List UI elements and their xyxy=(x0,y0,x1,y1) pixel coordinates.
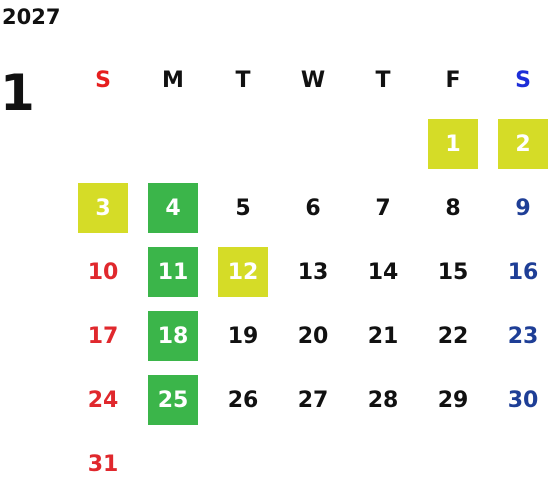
day-cell-10[interactable]: 10 xyxy=(68,240,138,304)
day-number: 10 xyxy=(87,259,119,285)
weekday-header-thu: T xyxy=(348,48,418,112)
day-cell-2[interactable]: 2 xyxy=(488,112,548,176)
weekday-label: F xyxy=(445,67,461,93)
day-cell-22[interactable]: 22 xyxy=(418,304,488,368)
day-number: 21 xyxy=(367,323,399,349)
day-number: 11 xyxy=(148,247,198,297)
day-cell-26[interactable]: 26 xyxy=(208,368,278,432)
day-cell-29[interactable]: 29 xyxy=(418,368,488,432)
day-cell-8[interactable]: 8 xyxy=(418,176,488,240)
empty-day-cell xyxy=(488,432,548,496)
day-number: 5 xyxy=(235,195,251,221)
day-number: 26 xyxy=(227,387,259,413)
day-cell-16[interactable]: 16 xyxy=(488,240,548,304)
day-cell-17[interactable]: 17 xyxy=(68,304,138,368)
day-cell-25[interactable]: 25 xyxy=(138,368,208,432)
empty-day-cell xyxy=(418,432,488,496)
weekday-label: S xyxy=(515,67,531,93)
weekday-header-mon: M xyxy=(138,48,208,112)
year-label: 2027 xyxy=(2,5,61,29)
day-number: 2 xyxy=(498,119,548,169)
day-cell-23[interactable]: 23 xyxy=(488,304,548,368)
weekday-label: T xyxy=(375,67,391,93)
day-number: 15 xyxy=(437,259,469,285)
day-cell-18[interactable]: 18 xyxy=(138,304,208,368)
weekday-header-tue: T xyxy=(208,48,278,112)
empty-day-cell xyxy=(138,112,208,176)
day-cell-12[interactable]: 12 xyxy=(208,240,278,304)
day-cell-31[interactable]: 31 xyxy=(68,432,138,496)
day-cell-15[interactable]: 15 xyxy=(418,240,488,304)
weekday-label: S xyxy=(95,67,111,93)
day-cell-11[interactable]: 11 xyxy=(138,240,208,304)
weekday-header-fri: F xyxy=(418,48,488,112)
weekday-label: T xyxy=(235,67,251,93)
day-cell-3[interactable]: 3 xyxy=(68,176,138,240)
day-cell-24[interactable]: 24 xyxy=(68,368,138,432)
day-number: 25 xyxy=(148,375,198,425)
day-cell-14[interactable]: 14 xyxy=(348,240,418,304)
month-number: 1 xyxy=(0,64,35,122)
day-cell-5[interactable]: 5 xyxy=(208,176,278,240)
weekday-label: M xyxy=(162,67,184,93)
day-number: 30 xyxy=(507,387,539,413)
day-number: 13 xyxy=(297,259,329,285)
weekday-header-wed: W xyxy=(278,48,348,112)
day-cell-4[interactable]: 4 xyxy=(138,176,208,240)
day-number: 16 xyxy=(507,259,539,285)
empty-day-cell xyxy=(278,432,348,496)
day-cell-28[interactable]: 28 xyxy=(348,368,418,432)
day-cell-20[interactable]: 20 xyxy=(278,304,348,368)
calendar-grid: S M T W T F S 1 2 3 4 5 6 7 8 9 10 11 12… xyxy=(68,48,548,503)
day-cell-19[interactable]: 19 xyxy=(208,304,278,368)
weekday-header-sun: S xyxy=(68,48,138,112)
day-number: 18 xyxy=(148,311,198,361)
day-number: 12 xyxy=(218,247,268,297)
day-number: 27 xyxy=(297,387,329,413)
day-number: 31 xyxy=(87,451,119,477)
day-number: 7 xyxy=(375,195,391,221)
empty-day-cell xyxy=(348,432,418,496)
day-number: 8 xyxy=(445,195,461,221)
day-cell-7[interactable]: 7 xyxy=(348,176,418,240)
day-number: 4 xyxy=(148,183,198,233)
day-number: 3 xyxy=(78,183,128,233)
day-number: 22 xyxy=(437,323,469,349)
day-number: 29 xyxy=(437,387,469,413)
day-cell-27[interactable]: 27 xyxy=(278,368,348,432)
day-number: 28 xyxy=(367,387,399,413)
empty-day-cell xyxy=(208,112,278,176)
day-cell-6[interactable]: 6 xyxy=(278,176,348,240)
empty-day-cell xyxy=(278,112,348,176)
day-number: 9 xyxy=(515,195,531,221)
day-number: 6 xyxy=(305,195,321,221)
day-cell-1[interactable]: 1 xyxy=(418,112,488,176)
day-number: 17 xyxy=(87,323,119,349)
day-number: 24 xyxy=(87,387,119,413)
day-number: 1 xyxy=(428,119,478,169)
empty-day-cell xyxy=(208,432,278,496)
weekday-label: W xyxy=(300,67,326,93)
weekday-header-sat: S xyxy=(488,48,548,112)
day-cell-21[interactable]: 21 xyxy=(348,304,418,368)
day-number: 19 xyxy=(227,323,259,349)
day-cell-30[interactable]: 30 xyxy=(488,368,548,432)
empty-day-cell xyxy=(68,112,138,176)
day-cell-9[interactable]: 9 xyxy=(488,176,548,240)
day-cell-13[interactable]: 13 xyxy=(278,240,348,304)
empty-day-cell xyxy=(348,112,418,176)
day-number: 14 xyxy=(367,259,399,285)
day-number: 20 xyxy=(297,323,329,349)
empty-day-cell xyxy=(138,432,208,496)
day-number: 23 xyxy=(507,323,539,349)
